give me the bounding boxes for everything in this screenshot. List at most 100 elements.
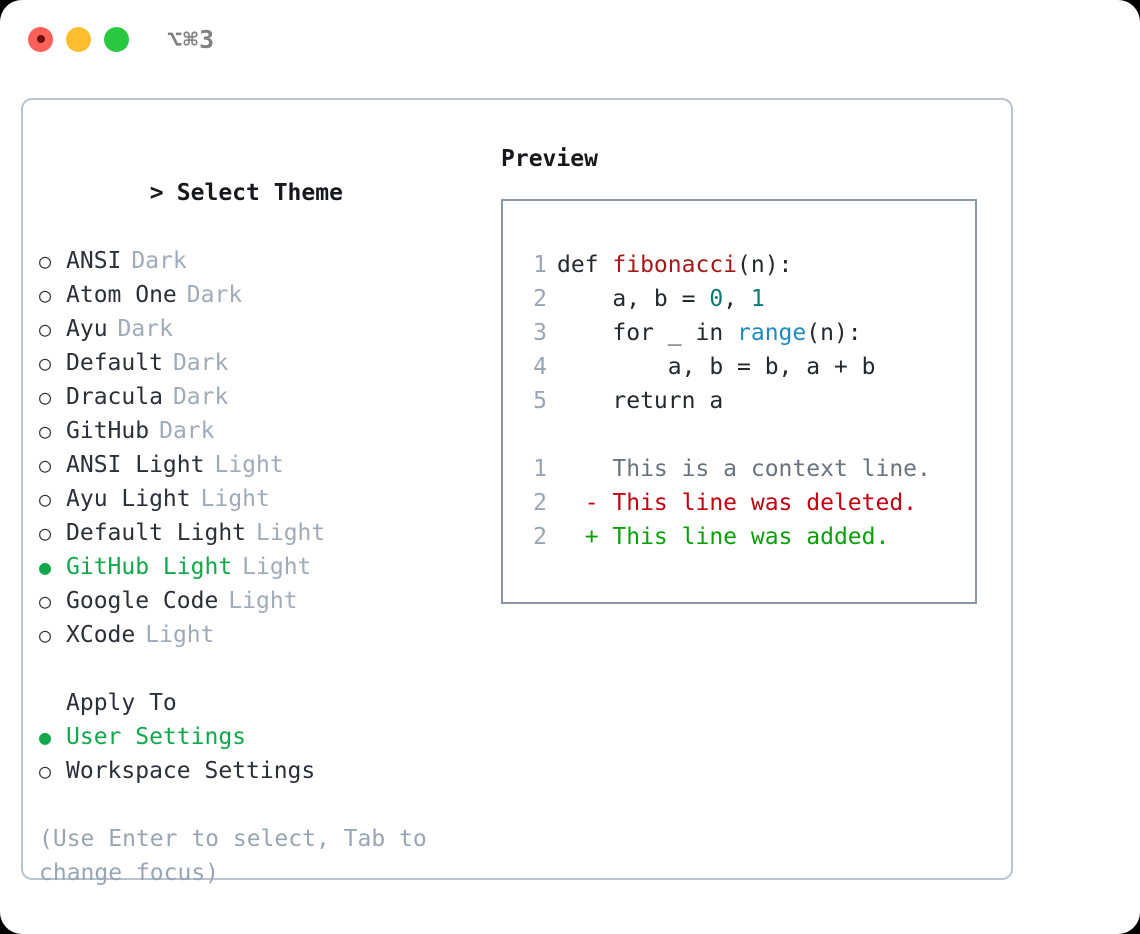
diff-block: 1 This is a context line.2 - This line w…	[503, 452, 975, 554]
keyboard-shortcut-label: ⌥⌘3	[167, 24, 216, 54]
code-token: (n):	[806, 320, 862, 346]
apply-to-list: ●User Settings ○ Workspace Settings	[39, 720, 479, 788]
radio-selected-icon: ●	[39, 555, 52, 579]
theme-name-label: Google Code	[66, 588, 219, 614]
radio-unselected-icon: ○	[39, 351, 52, 375]
theme-name-label: XCode	[66, 622, 136, 648]
code-line: 1 def fibonacci(n):	[503, 248, 975, 282]
theme-list-item[interactable]: ○ Default Dark	[39, 346, 479, 380]
title-bar: ⌥⌘3	[0, 0, 1140, 78]
line-number: 2	[533, 286, 547, 312]
radio-unselected-icon: ○	[39, 249, 52, 273]
apply-to-label: Workspace Settings	[66, 758, 316, 784]
theme-variant-tag: Dark	[186, 282, 243, 308]
diff-line: 1 This is a context line.	[503, 452, 975, 486]
preview-title: Preview	[501, 146, 598, 172]
diff-line: 2 - This line was deleted.	[503, 486, 975, 520]
theme-variant-tag: Dark	[159, 418, 215, 444]
code-line-text: for _ in range(n):	[557, 316, 862, 350]
apply-to-header: Apply To	[66, 690, 177, 716]
code-spacer	[503, 418, 975, 452]
diff-line-text: This is a context line.	[557, 456, 931, 482]
theme-variant-tag: Dark	[117, 316, 173, 342]
code-token: def	[557, 252, 613, 278]
radio-selected-icon: ●	[39, 725, 52, 749]
radio-unselected-icon: ○	[39, 521, 52, 545]
code-token: 0	[709, 286, 724, 312]
theme-variant-tag: Light	[145, 622, 215, 648]
code-line-text: a, b = b, a + b	[557, 350, 876, 384]
line-number: 2	[533, 490, 547, 516]
line-number: 2	[533, 524, 547, 550]
code-token: for _ in	[557, 320, 738, 346]
theme-list-item[interactable]: ○ Atom One Dark	[39, 278, 479, 312]
close-button[interactable]	[28, 26, 53, 52]
diff-line: 2 + This line was added.	[503, 520, 975, 554]
theme-variant-tag: Light	[200, 486, 270, 512]
code-line: 3 for _ in range(n):	[503, 316, 975, 350]
theme-name-label: ANSI Light	[66, 452, 205, 478]
code-line: 2 a, b = 0, 1	[503, 282, 975, 316]
theme-variant-tag: Light	[242, 554, 312, 580]
radio-unselected-icon: ○	[39, 487, 52, 511]
theme-name-label: Default	[66, 350, 163, 376]
theme-variant-tag: Dark	[131, 248, 187, 274]
code-line: 5 return a	[503, 384, 975, 418]
code-token: ,	[723, 286, 751, 312]
code-token: a, b = b, a + b	[557, 354, 876, 380]
traffic-light-group	[28, 26, 129, 52]
theme-list-item[interactable]: ● GitHub Light Light	[39, 550, 479, 584]
radio-unselected-icon: ○	[39, 453, 52, 477]
theme-name-label: GitHub Light	[66, 554, 233, 580]
keyboard-hint-text: (Use Enter to select, Tab to change focu…	[39, 826, 427, 886]
theme-name-label: Atom One	[66, 282, 177, 308]
line-number: 1	[533, 252, 547, 278]
code-token: return a	[557, 388, 724, 414]
radio-unselected-icon: ○	[39, 283, 52, 307]
caret-icon: >	[149, 180, 164, 206]
line-number: 1	[533, 456, 547, 482]
apply-to-option[interactable]: ●User Settings	[39, 720, 479, 754]
code-token: a, b =	[557, 286, 710, 312]
radio-unselected-icon: ○	[39, 759, 52, 783]
diff-line-text: + This line was added.	[557, 524, 890, 550]
code-line: 4 a, b = b, a + b	[503, 350, 975, 384]
theme-variant-tag: Dark	[172, 350, 229, 376]
theme-variant-tag: Light	[256, 520, 326, 546]
theme-name-label: Dracula	[66, 384, 163, 410]
theme-list-item[interactable]: ○ Ayu Dark	[39, 312, 479, 346]
theme-name-label: Ayu	[66, 316, 108, 342]
theme-variant-tag: Light	[228, 588, 298, 614]
minimize-button[interactable]	[66, 26, 91, 52]
radio-unselected-icon: ○	[39, 317, 52, 341]
diff-line-text: - This line was deleted.	[557, 490, 918, 516]
theme-name-label: GitHub	[66, 418, 150, 444]
code-token: 1	[750, 286, 765, 312]
radio-unselected-icon: ○	[39, 385, 52, 409]
code-line-text: def fibonacci(n):	[557, 248, 792, 282]
theme-list-item[interactable]: ○ Ayu Light Light	[39, 482, 479, 516]
line-number: 5	[533, 388, 547, 414]
line-number: 3	[533, 320, 547, 346]
apply-to-option[interactable]: ○ Workspace Settings	[39, 754, 479, 788]
maximize-button[interactable]	[104, 26, 129, 52]
code-token: fibonacci	[612, 252, 738, 278]
theme-list-header: >Select Theme	[39, 142, 479, 244]
theme-name-label: Ayu Light	[66, 486, 191, 512]
code-token: (n):	[737, 252, 793, 278]
